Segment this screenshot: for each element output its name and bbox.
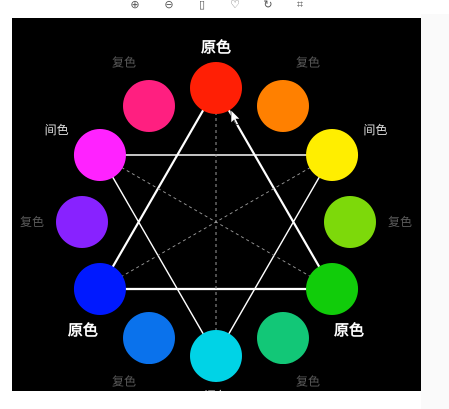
zoom-in-icon[interactable]: ⊕ [130, 0, 140, 11]
yellow-green-label: 复色 [388, 215, 412, 229]
mouse-cursor-icon [230, 109, 241, 126]
magenta-circle [73, 129, 126, 181]
zoom-out-icon[interactable]: ⊖ [164, 0, 174, 11]
side-panel [421, 14, 449, 409]
blue-circle [73, 263, 126, 315]
magenta-label: 间色 [45, 123, 69, 137]
rose-label: 复色 [112, 56, 136, 70]
rotate-icon[interactable]: ↻ [263, 0, 273, 11]
image-viewer-toolbar: ⊕ ⊖ ▯ ♡ ↻ ⌗ [0, 0, 449, 14]
orange-label: 复色 [296, 56, 320, 70]
rose-circle [123, 79, 175, 132]
color-wheel-image: 原色复色间色复色原色复色间色复色原色复色间色复色 [12, 18, 421, 403]
teal-label: 复色 [296, 374, 320, 388]
crop-icon[interactable]: ⌗ [296, 0, 304, 11]
cyan-circle [190, 330, 242, 382]
violet-circle [56, 196, 108, 248]
dashed-line [99, 154, 333, 290]
yellow-green-circle [324, 196, 376, 248]
blue-label: 原色 [68, 321, 98, 339]
bottom-strip [0, 391, 421, 409]
yellow-label: 间色 [363, 123, 387, 137]
favorite-icon[interactable]: ♡ [230, 0, 240, 11]
delete-icon[interactable]: ▯ [198, 0, 206, 11]
red-label: 原色 [201, 38, 231, 56]
azure-label: 复色 [112, 374, 136, 388]
orange-circle [257, 79, 309, 132]
yellow-circle [306, 129, 359, 181]
teal-circle [257, 312, 309, 365]
green-circle [306, 263, 359, 315]
green-label: 原色 [334, 321, 364, 339]
red-circle [190, 62, 242, 114]
color-wheel-diagram: 原色复色间色复色原色复色间色复色原色复色间色复色 [20, 38, 412, 403]
violet-label: 复色 [20, 215, 44, 229]
azure-circle [123, 312, 175, 365]
